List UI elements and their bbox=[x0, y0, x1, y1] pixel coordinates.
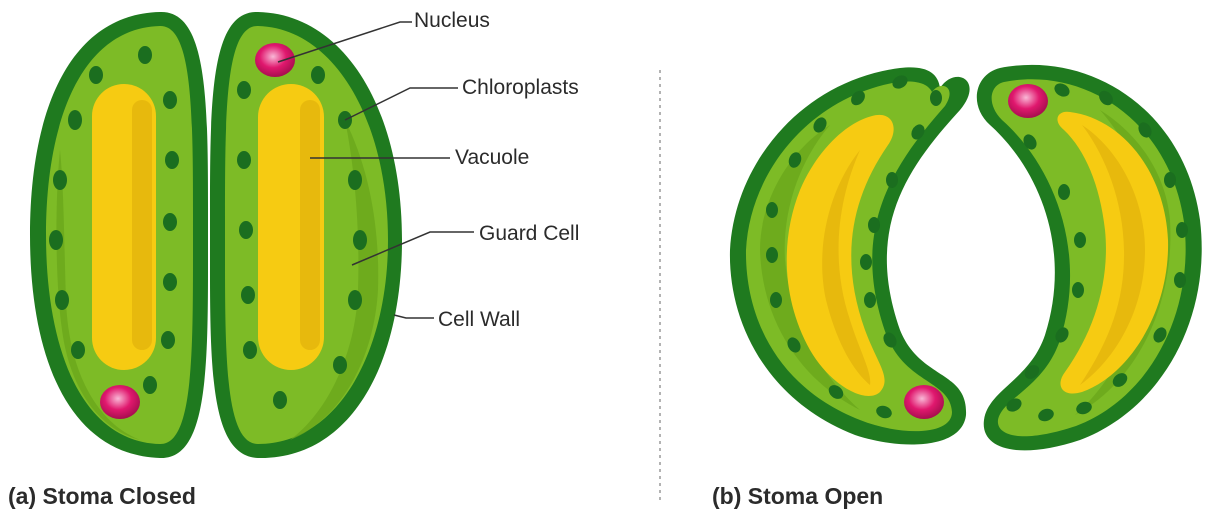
vacuole-label: Vacuole bbox=[455, 146, 529, 170]
caption-stoma-closed: (a) Stoma Closed bbox=[8, 483, 196, 510]
open-right-nucleus bbox=[1008, 84, 1048, 118]
closed-stoma bbox=[30, 12, 402, 458]
closed-left-guard-cell bbox=[30, 12, 208, 458]
caption-stoma-open: (b) Stoma Open bbox=[712, 483, 883, 510]
closed-left-nucleus bbox=[100, 385, 140, 419]
closed-left-vacuole-shade bbox=[132, 100, 152, 350]
open-left-guard-cell bbox=[730, 67, 970, 444]
closed-right-nucleus bbox=[255, 43, 295, 77]
open-left-nucleus bbox=[904, 385, 944, 419]
guard-cell-label: Guard Cell bbox=[479, 222, 579, 246]
nucleus-label: Nucleus bbox=[414, 9, 490, 33]
open-stoma bbox=[730, 65, 1202, 451]
cell-wall-leader-line bbox=[394, 315, 434, 318]
open-right-guard-cell bbox=[977, 65, 1202, 451]
closed-right-guard-cell bbox=[210, 12, 402, 458]
chloroplasts-label: Chloroplasts bbox=[462, 76, 579, 100]
closed-right-vacuole-shade bbox=[300, 100, 320, 350]
cell-wall-label: Cell Wall bbox=[438, 308, 520, 332]
